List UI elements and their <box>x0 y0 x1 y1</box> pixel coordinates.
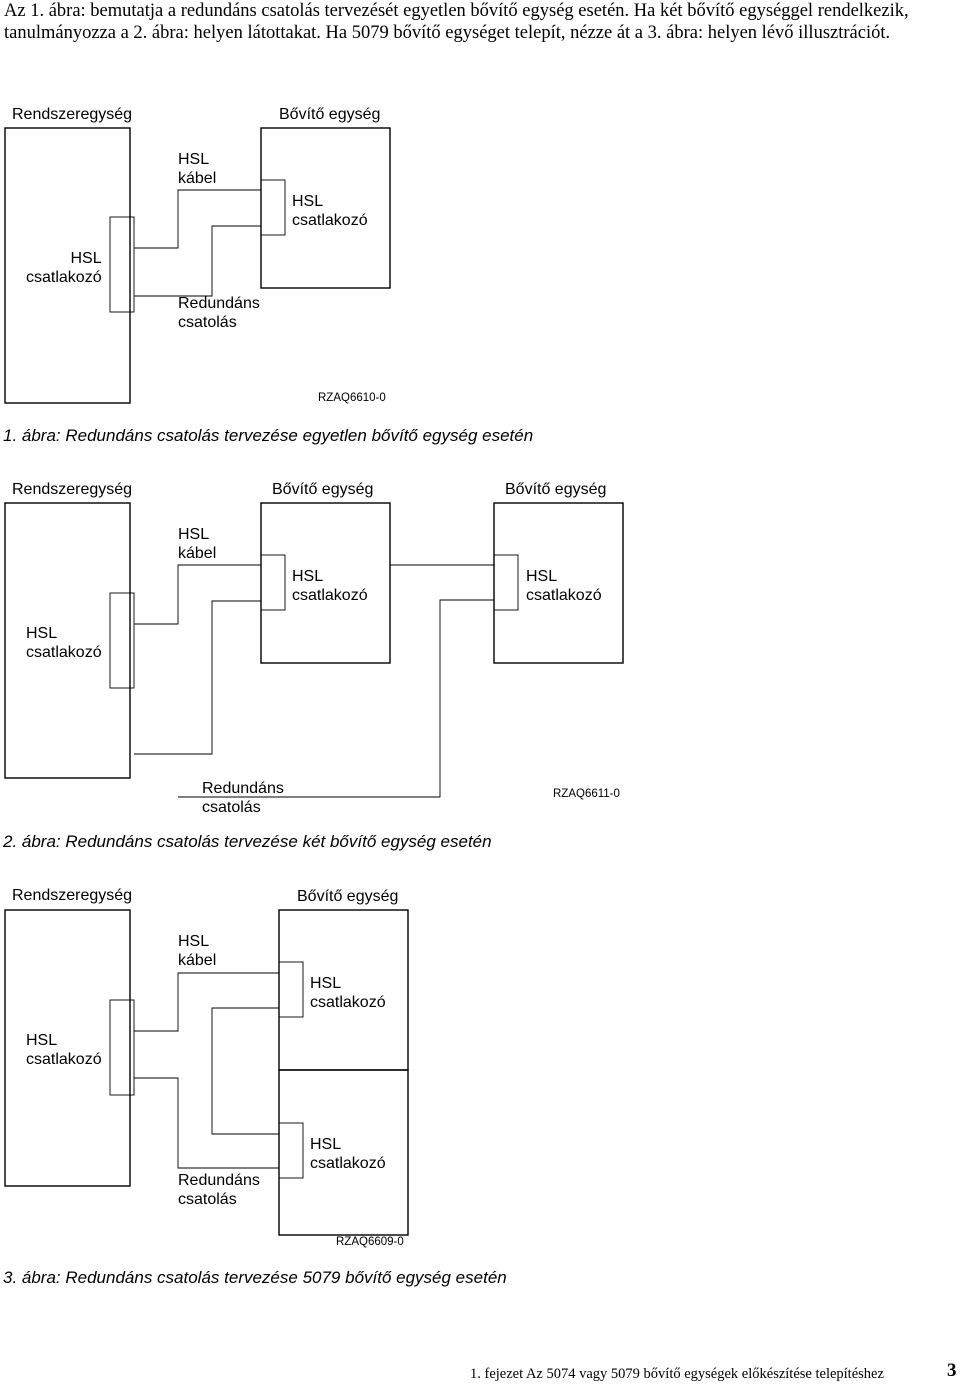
system-hsl-connector-label: HSL csatlakozó <box>26 1032 102 1068</box>
redundant-link-line <box>134 225 261 297</box>
figure-caption: 3. ábra: Redundáns csatolás tervezése 50… <box>3 1268 507 1287</box>
page-number: 3 <box>947 1360 957 1381</box>
redundant-link-line <box>134 1077 279 1169</box>
hsl-cable-line <box>134 189 261 249</box>
figure-code: RZAQ6609-0 <box>336 1236 404 1248</box>
redundant-link-label: Redundáns csatolás <box>202 780 284 816</box>
expansion-unit-label: Bővítő egység <box>279 106 381 123</box>
system-unit-box <box>4 909 131 1187</box>
system-unit-box <box>4 127 131 404</box>
redundant-link-label: Redundáns csatolás <box>178 295 260 331</box>
redundant-link-system-line <box>134 600 261 755</box>
upper-hsl-connector <box>278 961 304 1018</box>
system-hsl-connector-label: HSL csatlakozó <box>26 625 102 661</box>
redundant-link-label: Redundáns csatolás <box>178 1172 260 1208</box>
figure-caption: 1. ábra: Redundáns csatolás tervezése eg… <box>3 426 534 445</box>
system-hsl-connector <box>109 216 135 313</box>
intro-paragraph: Az 1. ábra: bemutatja a redundáns csatol… <box>4 1 909 43</box>
system-hsl-connector-label: HSL csatlakozó <box>26 250 102 286</box>
hsl-cable-label: HSL kábel <box>178 933 217 969</box>
system-unit-box <box>4 502 131 779</box>
lower-hsl-connector <box>278 1122 304 1179</box>
expansion-unit-label: Bővítő egység <box>297 888 399 905</box>
footer-chapter-title: 1. fejezet Az 5074 vagy 5079 bővítő egys… <box>470 1366 884 1382</box>
figure-3-diagram <box>4 909 409 1236</box>
figure-2-diagram <box>4 502 624 798</box>
hsl-cable-line <box>134 564 261 625</box>
hsl-cable-line <box>134 972 279 1032</box>
expansion-2-hsl-connector-label: HSL csatlakozó <box>526 568 602 604</box>
figure-code: RZAQ6611-0 <box>553 788 620 800</box>
expansion-1-hsl-connector <box>260 554 286 611</box>
hsl-cable-label: HSL kábel <box>178 526 217 562</box>
figure-caption: 2. ábra: Redundáns csatolás tervezése ké… <box>3 832 492 851</box>
system-hsl-connector <box>109 999 135 1096</box>
figure-code: RZAQ6610-0 <box>318 392 386 404</box>
loop-line <box>211 1007 279 1135</box>
redundant-link-return-line <box>178 599 494 798</box>
expansion-1-hsl-connector-label: HSL csatlakozó <box>292 568 368 604</box>
expansion-hsl-connector <box>260 179 286 236</box>
system-unit-label: Rendszeregység <box>12 887 133 904</box>
hsl-cable-label: HSL kábel <box>178 151 217 187</box>
figure-1-diagram <box>4 127 391 404</box>
system-unit-label: Rendszeregység <box>12 481 133 498</box>
expansion-unit-1-label: Bővítő egység <box>272 481 374 498</box>
expansion-unit-2-label: Bővítő egység <box>505 481 607 498</box>
expansion-2-hsl-connector <box>493 554 519 611</box>
system-hsl-connector <box>109 592 135 689</box>
upper-hsl-connector-label: HSL csatlakozó <box>310 975 386 1011</box>
expansion-hsl-connector-label: HSL csatlakozó <box>292 193 368 229</box>
system-unit-label: Rendszeregység <box>12 106 133 123</box>
lower-hsl-connector-label: HSL csatlakozó <box>310 1136 386 1172</box>
